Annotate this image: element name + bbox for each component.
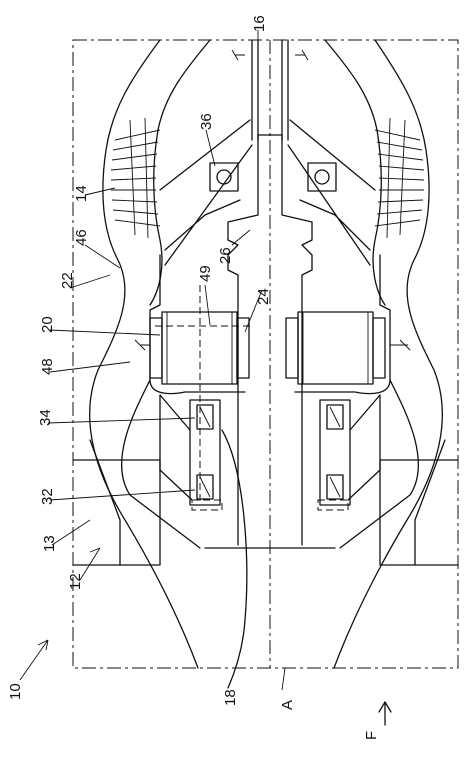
gearbox-housing-right [294,254,391,395]
leader-24 [244,289,263,333]
nacelle-frame [72,39,459,669]
leader-36 [205,129,216,167]
label-48: 48 [39,358,56,375]
bearing-36-right [307,162,337,192]
label-F: F [363,731,380,740]
flow-arrow-icon [378,701,392,726]
leader-18 [221,429,248,689]
duct-left [72,459,161,566]
label-22: 22 [59,272,76,289]
nacelle-outer-right [333,39,443,669]
leader-49 [204,284,211,326]
rear-cone-right [339,379,419,549]
fan-blades-left [110,117,161,239]
label-46: 46 [73,229,90,246]
label-20: 20 [39,316,56,333]
label-10: 10 [7,683,24,700]
label-34: 34 [37,409,54,426]
support-left [159,394,193,501]
leader-32 [49,489,196,501]
leader-26 [231,229,251,246]
fan-blades-right [374,117,425,239]
fan-casing-right [324,39,386,306]
core-shaft-right [281,134,313,546]
bearing-36-left [209,162,239,192]
leader-20 [49,329,161,336]
gear-pin-left [134,339,150,351]
support-right [347,394,381,501]
label-16: 16 [251,15,268,32]
bearing-34-right [317,399,351,511]
rear-cone-left [121,379,201,549]
leader-13 [51,519,91,546]
label-26: 26 [217,247,234,264]
flow-path-left [89,439,121,566]
leader-48 [49,361,131,373]
label-32: 32 [39,488,56,505]
duct-right [379,459,459,566]
leader-10 [19,639,49,681]
label-14: 14 [73,185,90,202]
bearing-34-left [189,399,223,511]
strut-left [159,119,253,266]
nacelle-outer-left [89,39,199,669]
leader-12 [79,547,101,581]
label-36: 36 [198,113,215,130]
label-18: 18 [222,689,239,706]
leader-22 [69,274,111,289]
core-shaft-left [227,134,259,546]
label-12: 12 [67,573,84,590]
shaft-16 [231,39,309,141]
leader-A [281,667,286,691]
leader-46 [84,244,121,269]
label-13: 13 [41,535,58,552]
label-49: 49 [197,265,214,282]
label-A: A [279,700,296,710]
leader-14 [84,187,116,196]
strut-right [287,119,376,266]
gear-block-right [285,311,411,385]
leader-34 [47,417,196,424]
flow-path-right [414,439,446,566]
label-24: 24 [255,288,272,305]
fan-casing-left [149,39,211,306]
